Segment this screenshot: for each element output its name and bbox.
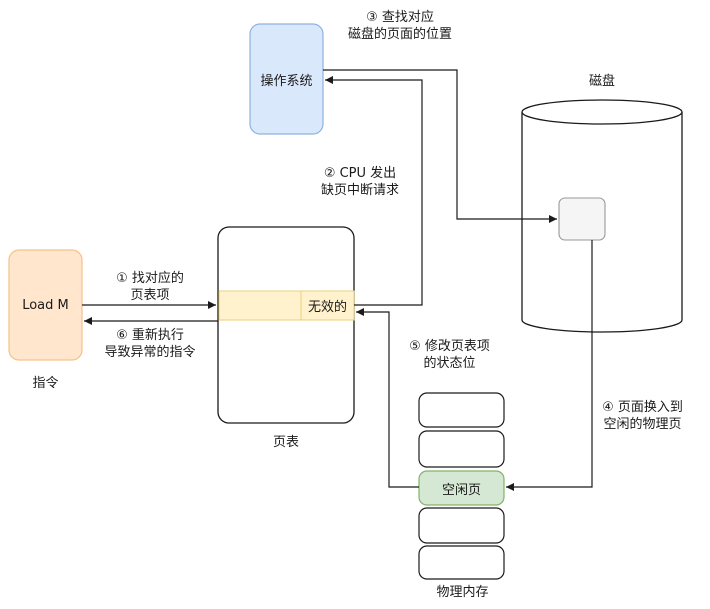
step6-line2: 导致异常的指令 xyxy=(104,345,196,360)
step3-line1: ③ 查找对应 xyxy=(366,10,434,25)
os-box-label: 操作系统 xyxy=(260,73,313,89)
step1-label: ① 找对应的 页表项 xyxy=(90,270,210,304)
step3-label: ③ 查找对应 磁盘的页面的位置 xyxy=(330,9,470,43)
invalid-entry-label: 无效的 xyxy=(307,300,347,315)
free-page-label: 空闲页 xyxy=(441,482,481,498)
step4-line1: ④ 页面换入到 xyxy=(602,400,683,415)
arrow-step3 xyxy=(323,69,557,223)
page-table-box xyxy=(217,226,355,424)
step1-line1: ① 找对应的 xyxy=(116,271,184,286)
instruction-box-label: Load M xyxy=(22,297,69,313)
page-table-invalid-entry xyxy=(300,290,355,321)
page-table-caption: 页表 xyxy=(272,435,299,450)
step3-line2: 磁盘的页面的位置 xyxy=(347,27,452,42)
disk-caption: 磁盘 xyxy=(588,74,615,89)
step2-label: ② CPU 发出 缺页中断请求 xyxy=(300,165,420,199)
memory-page xyxy=(418,430,505,468)
memory-page xyxy=(418,545,505,580)
disk-block xyxy=(558,197,606,241)
arrow-step2 xyxy=(325,76,423,306)
step4-label: ④ 页面换入到 空闲的物理页 xyxy=(585,399,700,433)
os-box xyxy=(249,23,324,135)
step5-line1: ⑤ 修改页表项 xyxy=(409,339,490,354)
step4-line2: 空闲的物理页 xyxy=(603,417,682,432)
arrow-step5 xyxy=(356,308,419,488)
memory-page xyxy=(418,507,505,544)
step5-label: ⑤ 修改页表项 的状态位 xyxy=(392,338,507,372)
memory-free-page xyxy=(418,470,505,506)
step6-label: ⑥ 重新执行 导致异常的指令 xyxy=(85,327,215,361)
step5-line2: 的状态位 xyxy=(423,356,476,371)
disk-top xyxy=(521,99,683,125)
memory-page xyxy=(418,392,505,428)
page-table-entry xyxy=(218,290,302,321)
step1-line2: 页表项 xyxy=(130,288,170,303)
step2-line1: ② CPU 发出 xyxy=(323,166,397,181)
step6-line1: ⑥ 重新执行 xyxy=(116,328,184,343)
instruction-caption: 指令 xyxy=(32,376,59,391)
step2-line2: 缺页中断请求 xyxy=(320,183,399,198)
memory-caption: 物理内存 xyxy=(436,585,489,600)
arrow-step4 xyxy=(506,240,593,491)
